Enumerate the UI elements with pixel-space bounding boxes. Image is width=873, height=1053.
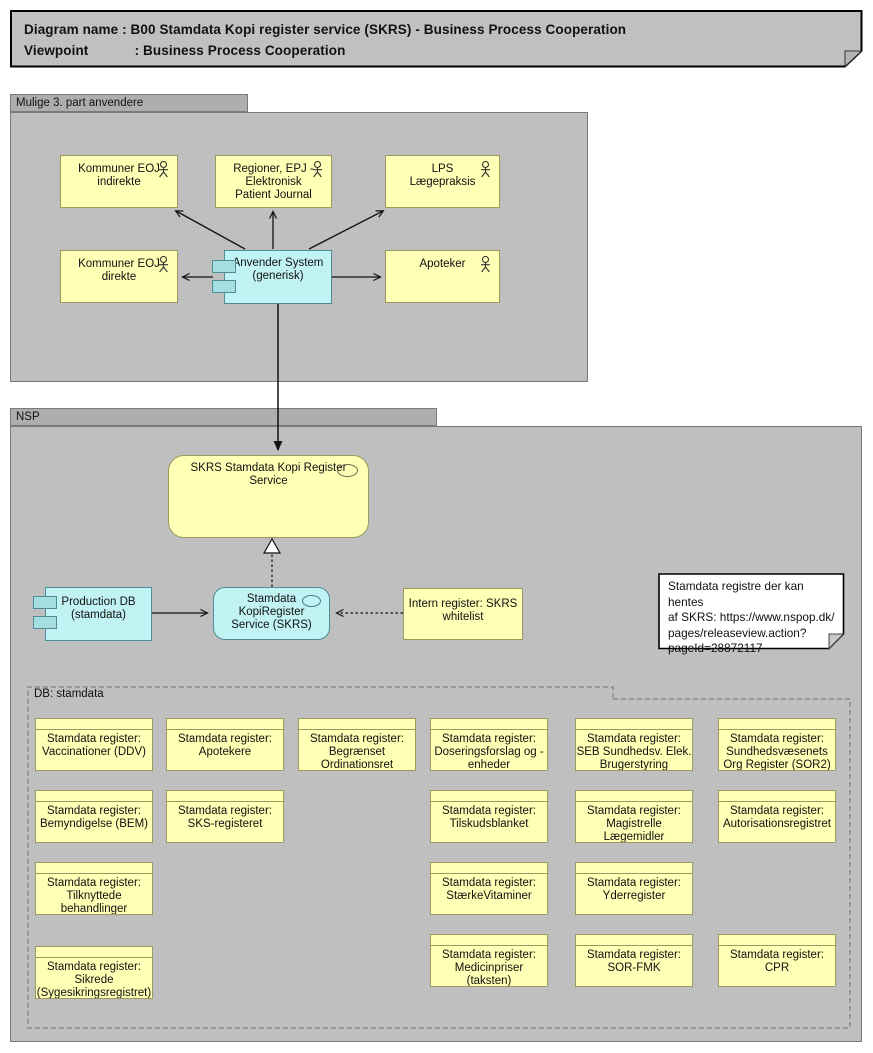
data-object-band — [719, 791, 835, 802]
stamdata-register-tilknyttede-behandlinger[interactable]: Stamdata register: Tilknyttede behandlin… — [35, 862, 153, 915]
actor-icon — [481, 256, 490, 273]
register-label: Stamdata register: Tilknyttede behandlin… — [47, 877, 141, 915]
component-icon — [33, 596, 57, 609]
data-object-band — [36, 719, 152, 730]
register-label: Stamdata register: CPR — [730, 949, 824, 974]
stamdata-register-sor-fmk[interactable]: Stamdata register: SOR-FMK — [575, 934, 693, 987]
register-label: Stamdata register: Yderregister — [587, 877, 681, 902]
data-object-band — [167, 791, 283, 802]
data-object-band — [36, 947, 152, 958]
service-skrs-stamdata-kopi-register[interactable]: SKRS Stamdata Kopi Register Service — [168, 455, 369, 538]
service-label: SKRS Stamdata Kopi Register Service — [190, 462, 347, 487]
stamdata-register-apotekere[interactable]: Stamdata register: Apotekere — [166, 718, 284, 771]
register-label: Stamdata register: Apotekere — [178, 733, 272, 758]
stamdata-register-autorisationsregistret[interactable]: Stamdata register: Autorisationsregistre… — [718, 790, 836, 843]
group-label-db-stamdata: DB: stamdata — [34, 688, 104, 700]
stamdata-register-sikrede[interactable]: Stamdata register: Sikrede (Sygesikrings… — [35, 946, 153, 999]
service-stamdata-kopiregister[interactable]: Stamdata KopiRegister Service (SKRS) — [213, 587, 330, 640]
stamdata-register-sks[interactable]: Stamdata register: SKS-registeret — [166, 790, 284, 843]
component-production-db[interactable]: Production DB (stamdata) — [33, 587, 152, 641]
actor-lps-laegepraksis[interactable]: LPS Lægepraksis — [385, 155, 500, 208]
register-label: Stamdata register: Begrænset Ordinations… — [310, 733, 404, 771]
note-shape-outline — [658, 573, 845, 650]
group-label-third-party: Mulige 3. part anvendere — [16, 97, 144, 109]
group-body-third-party — [10, 112, 588, 382]
actor-label: Apoteker — [419, 258, 466, 270]
component-label: Anvender System (generisk) — [232, 257, 324, 282]
group-label-nsp: NSP — [16, 411, 40, 423]
component-anvender-system[interactable]: Anvender System (generisk) — [212, 250, 332, 304]
note-shape-outline — [10, 10, 863, 68]
data-object-band — [431, 719, 547, 730]
register-label: Stamdata register: SKS-registeret — [178, 805, 272, 830]
actor-label: Kommuner EOJ indirekte — [78, 163, 160, 188]
register-label: Stamdata register: Autorisationsregistre… — [722, 805, 832, 830]
data-object-band — [576, 863, 692, 874]
data-object-band — [167, 719, 283, 730]
register-label: Stamdata register: StærkeVitaminer — [442, 877, 536, 902]
actor-apoteker[interactable]: Apoteker — [385, 250, 500, 303]
actor-icon — [159, 161, 168, 178]
component-icon — [33, 616, 57, 629]
register-label: Stamdata register: Doseringsforslag og -… — [434, 733, 544, 771]
register-label: Stamdata register: Medicinpriser (takste… — [442, 949, 536, 987]
actor-icon — [313, 161, 322, 178]
diagram-title-note: Diagram name : B00 Stamdata Kopi registe… — [10, 10, 863, 68]
actor-icon — [481, 161, 490, 178]
data-object-band — [36, 863, 152, 874]
actor-kommuner-eoj-indirekte[interactable]: Kommuner EOJ indirekte — [60, 155, 178, 208]
stamdata-register-sor2[interactable]: Stamdata register: Sundhedsvæsenets Org … — [718, 718, 836, 771]
service-label: Stamdata KopiRegister Service (SKRS) — [231, 593, 312, 631]
register-label: Stamdata register: Sundhedsvæsenets Org … — [723, 733, 831, 771]
actor-label: Kommuner EOJ direkte — [78, 258, 160, 283]
register-label: Stamdata register: Vaccinationer (DDV) — [42, 733, 146, 758]
note-stamdata-registre[interactable]: Stamdata registre der kan hentes af SKRS… — [658, 573, 845, 655]
data-object-band — [36, 791, 152, 802]
stamdata-register-medicinpriser[interactable]: Stamdata register: Medicinpriser (takste… — [430, 934, 548, 987]
data-object-band — [431, 791, 547, 802]
stamdata-register-yderregister[interactable]: Stamdata register: Yderregister — [575, 862, 693, 915]
note-fold — [844, 50, 863, 68]
register-label: Stamdata register: SEB Sundhedsv. Elek. … — [576, 733, 692, 771]
data-object-band — [431, 863, 547, 874]
diagram-title: Diagram name : B00 Stamdata Kopi registe… — [24, 22, 627, 58]
data-object-band — [719, 935, 835, 946]
stamdata-register-begraenset-ordinationsret[interactable]: Stamdata register: Begrænset Ordinations… — [298, 718, 416, 771]
object-intern-register-whitelist[interactable]: Intern register: SKRS whitelist — [403, 588, 523, 640]
stamdata-register-tilskudsblanket[interactable]: Stamdata register: Tilskudsblanket — [430, 790, 548, 843]
actor-kommuner-eoj-direkte[interactable]: Kommuner EOJ direkte — [60, 250, 178, 303]
stamdata-register-bemyndigelse[interactable]: Stamdata register: Bemyndigelse (BEM) — [35, 790, 153, 843]
data-object-band — [576, 791, 692, 802]
register-label: Stamdata register: Bemyndigelse (BEM) — [39, 805, 148, 830]
group-tab-nsp: NSP — [10, 408, 437, 426]
register-label: Stamdata register: Tilskudsblanket — [442, 805, 536, 830]
register-label: Stamdata register: Magistrelle Lægemidle… — [587, 805, 681, 843]
component-icon — [212, 280, 236, 293]
component-icon — [212, 260, 236, 273]
stamdata-register-doseringsforslag[interactable]: Stamdata register: Doseringsforslag og -… — [430, 718, 548, 771]
data-object-band — [576, 935, 692, 946]
data-object-band — [719, 719, 835, 730]
component-label: Production DB (stamdata) — [61, 596, 136, 621]
register-label: Stamdata register: Sikrede (Sygesikrings… — [36, 961, 152, 999]
data-object-band — [431, 935, 547, 946]
data-object-band — [299, 719, 415, 730]
data-object-band — [576, 719, 692, 730]
note-fold — [828, 633, 845, 650]
stamdata-register-magistrelle[interactable]: Stamdata register: Magistrelle Lægemidle… — [575, 790, 693, 843]
service-icon — [302, 595, 321, 607]
stamdata-register-seb[interactable]: Stamdata register: SEB Sundhedsv. Elek. … — [575, 718, 693, 771]
service-icon — [337, 464, 358, 477]
actor-label: LPS Lægepraksis — [409, 163, 476, 188]
register-label: Stamdata register: SOR-FMK — [587, 949, 681, 974]
note-text: Stamdata registre der kan hentes af SKRS… — [668, 579, 835, 655]
stamdata-register-staerkevitaminer[interactable]: Stamdata register: StærkeVitaminer — [430, 862, 548, 915]
actor-label: Regioner, EPJ - Elektronisk Patient Jour… — [233, 163, 314, 201]
stamdata-register-cpr[interactable]: Stamdata register: CPR — [718, 934, 836, 987]
stamdata-register-vaccinationer[interactable]: Stamdata register: Vaccinationer (DDV) — [35, 718, 153, 771]
actor-regioner-epj[interactable]: Regioner, EPJ - Elektronisk Patient Jour… — [215, 155, 332, 208]
actor-icon — [159, 256, 168, 273]
group-tab-third-party: Mulige 3. part anvendere — [10, 94, 248, 112]
object-label: Intern register: SKRS whitelist — [408, 598, 518, 623]
